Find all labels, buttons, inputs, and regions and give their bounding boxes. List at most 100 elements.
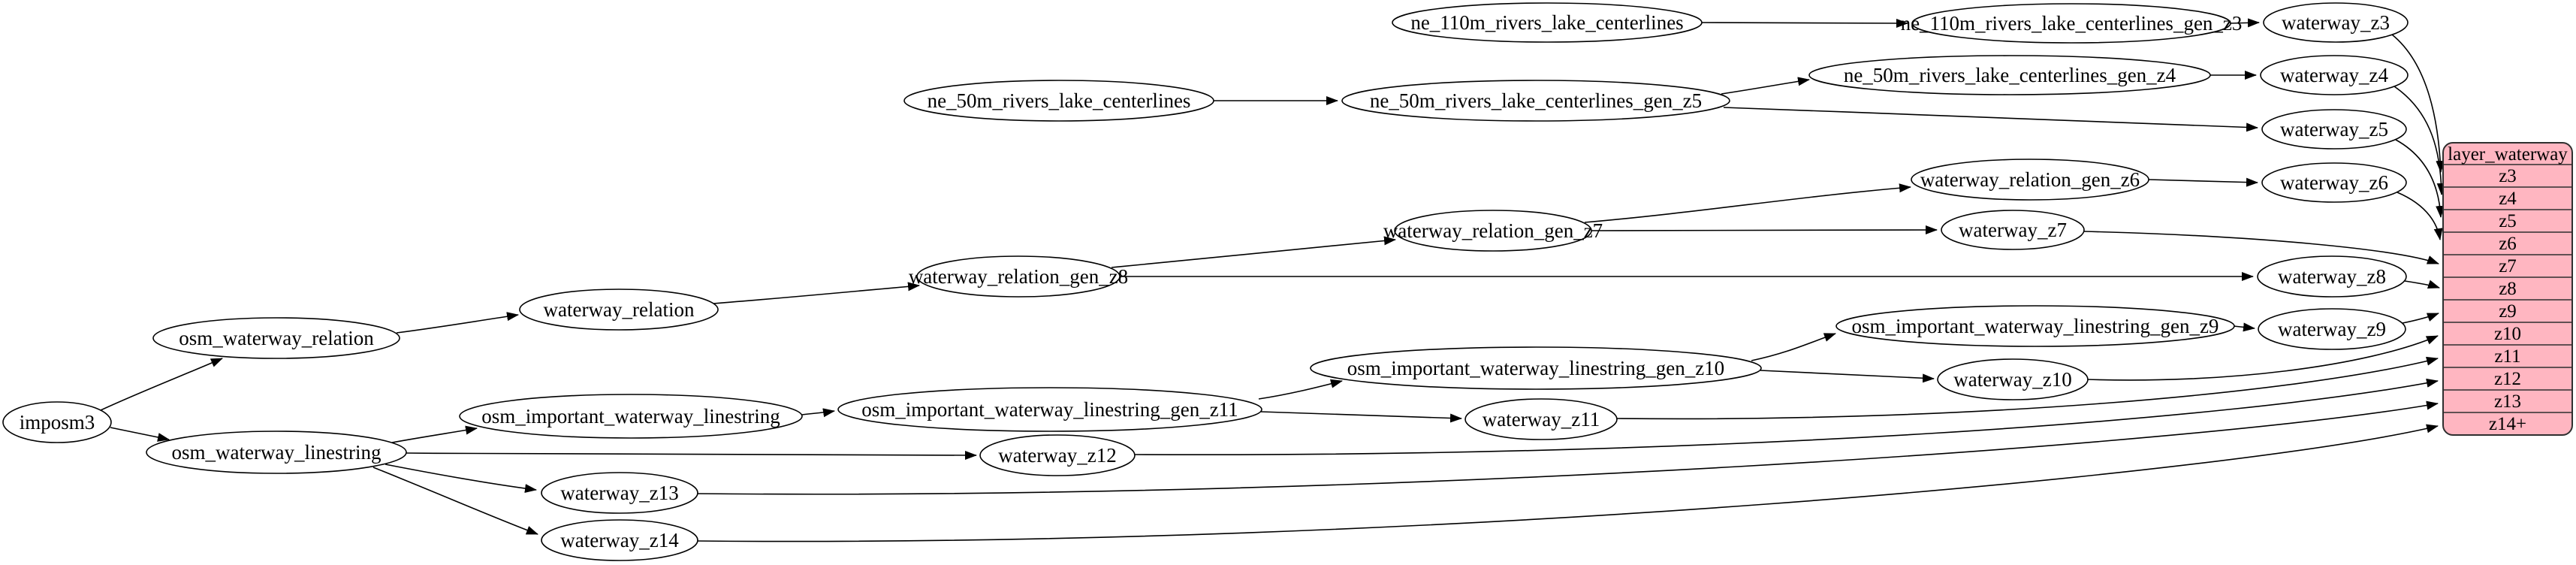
node-waterway-relation: waterway_relation: [519, 289, 719, 331]
node-waterway-z7: waterway_z7: [1941, 210, 2085, 250]
edge-gen-z7-to-waterway-z7: [1591, 225, 1938, 235]
svg-text:waterway_relation_gen_z6: waterway_relation_gen_z6: [1920, 168, 2140, 191]
node-osm-important-waterway-linestring-gen-z11: osm_important_waterway_linestring_gen_z1…: [837, 387, 1262, 432]
svg-text:waterway_z11: waterway_z11: [1483, 408, 1600, 431]
node-ne110m-rivers-lake-centerlines: ne_110m_rivers_lake_centerlines: [1392, 2, 1703, 43]
node-ne50m-rivers-lake-centerlines-gen-z5: ne_50m_rivers_lake_centerlines_gen_z5: [1341, 80, 1730, 122]
table-row-z4: z4: [2499, 189, 2517, 209]
table-row-z7: z7: [2499, 256, 2517, 276]
edge-waterway-relation-to-gen-z8: [713, 282, 920, 304]
node-waterway-relation-gen-z6: waterway_relation_gen_z6: [1911, 159, 2149, 201]
svg-text:osm_important_waterway_linestr: osm_important_waterway_linestring_gen_z1…: [1347, 357, 1724, 379]
edge-imposm3-to-osm-linestring: [110, 427, 170, 442]
edge-lines: [100, 18, 2446, 542]
node-osm-waterway-relation: osm_waterway_relation: [152, 317, 400, 359]
table-title: layer_waterway: [2448, 144, 2568, 165]
svg-text:waterway_z10: waterway_z10: [1953, 368, 2071, 391]
table-row-z13: z13: [2494, 391, 2521, 412]
svg-text:ne_50m_rivers_lake_centerlines: ne_50m_rivers_lake_centerlines: [928, 89, 1191, 112]
table-row-z3: z3: [2499, 166, 2517, 186]
edge-waterway-z8-to-row-z8: [2404, 279, 2440, 289]
edge-gen-z9-to-waterway-z9: [2233, 322, 2255, 332]
table-row-z6: z6: [2499, 234, 2517, 254]
node-waterway-z5: waterway_z5: [2261, 109, 2407, 150]
svg-text:waterway_z8: waterway_z8: [2278, 265, 2386, 288]
table-row-z5: z5: [2499, 211, 2517, 231]
edge-gen-z6-to-waterway-z6: [2148, 177, 2258, 187]
node-ne50m-rivers-lake-centerlines-gen-z4: ne_50m_rivers_lake_centerlines_gen_z4: [1808, 55, 2211, 95]
node-osm-important-waterway-linestring-gen-z9: osm_important_waterway_linestring_gen_z9: [1835, 305, 2235, 347]
edge-waterway-z5-to-row-z5: [2395, 139, 2445, 218]
svg-text:waterway_z7: waterway_z7: [1959, 219, 2067, 241]
edge-osm-linestring-to-waterway-z14: [373, 467, 538, 535]
edge-waterway-z11-to-row-z11: [1616, 356, 2439, 420]
svg-text:imposm3: imposm3: [20, 411, 95, 434]
svg-text:waterway_relation: waterway_relation: [544, 298, 695, 321]
edge-osm-linestring-to-waterway-z12: [406, 450, 977, 460]
edge-gen-z7-to-gen-z6: [1584, 183, 1911, 223]
node-imposm3: imposm3: [2, 401, 112, 443]
edge-waterway-z4-to-row-z4: [2394, 86, 2446, 195]
node-waterway-z10: waterway_z10: [1937, 358, 2089, 400]
edge-gen-z10-to-waterway-z10: [1760, 370, 1935, 383]
edge-waterway-z12-to-row-z12: [1134, 378, 2439, 456]
node-waterway-relation-gen-z8: waterway_relation_gen_z8: [909, 255, 1128, 298]
svg-text:waterway_z5: waterway_z5: [2280, 118, 2388, 140]
edge-gen-z10-to-gen-z9: [1751, 333, 1836, 361]
svg-text:ne_50m_rivers_lake_centerlines: ne_50m_rivers_lake_centerlines_gen_z5: [1370, 89, 1702, 112]
edge-gen-z5-to-gen-z4: [1721, 77, 1810, 95]
svg-text:osm_important_waterway_linestr: osm_important_waterway_linestring_gen_z1…: [861, 398, 1238, 421]
edge-waterway-z9-to-row-z9: [2402, 313, 2439, 324]
svg-text:waterway_z6: waterway_z6: [2280, 171, 2388, 194]
edge-waterway-z7-to-row-z7: [2083, 231, 2439, 264]
edge-waterway-z3-to-row-z3: [2391, 34, 2445, 173]
edge-waterway-z14-to-row-z14: [697, 424, 2439, 542]
svg-text:waterway_relation_gen_z8: waterway_relation_gen_z8: [909, 265, 1128, 288]
edge-gen-z11-to-gen-z10: [1258, 379, 1343, 400]
svg-text:waterway_relation_gen_z7: waterway_relation_gen_z7: [1383, 219, 1603, 242]
node-waterway-z14: waterway_z14: [541, 519, 698, 561]
node-waterway-z8: waterway_z8: [2257, 255, 2407, 298]
svg-text:osm_waterway_relation: osm_waterway_relation: [179, 327, 374, 349]
svg-text:osm_important_waterway_linestr: osm_important_waterway_linestring: [481, 405, 780, 428]
edge-imposm3-to-osm-relation: [100, 358, 223, 411]
edge-waterway-z13-to-row-z13: [697, 400, 2439, 495]
edge-waterway-z10-to-row-z10: [2086, 335, 2439, 381]
edge-important-to-gen-z11: [801, 408, 835, 418]
svg-text:ne_110m_rivers_lake_centerline: ne_110m_rivers_lake_centerlines: [1410, 11, 1683, 34]
svg-text:ne_50m_rivers_lake_centerlines: ne_50m_rivers_lake_centerlines_gen_z4: [1844, 64, 2176, 86]
node-ne110m-rivers-lake-centerlines-gen-z3: ne_110m_rivers_lake_centerlines_gen_z3: [1901, 3, 2243, 44]
node-waterway-z12: waterway_z12: [979, 434, 1136, 476]
svg-text:ne_110m_rivers_lake_centerline: ne_110m_rivers_lake_centerlines_gen_z3: [1901, 12, 2243, 35]
table-row-z12: z12: [2494, 369, 2521, 389]
node-osm-important-waterway-linestring: osm_important_waterway_linestring: [459, 394, 803, 439]
node-waterway-relation-gen-z7: waterway_relation_gen_z7: [1383, 210, 1603, 252]
node-osm-waterway-linestring: osm_waterway_linestring: [146, 431, 407, 474]
table-row-z14: z14+: [2489, 414, 2526, 434]
node-waterway-z4: waterway_z4: [2260, 55, 2409, 95]
node-waterway-z6: waterway_z6: [2261, 162, 2407, 203]
svg-text:osm_important_waterway_linestr: osm_important_waterway_linestring_gen_z9: [1852, 315, 2219, 337]
svg-text:waterway_z13: waterway_z13: [560, 482, 678, 504]
table-row-z8: z8: [2499, 279, 2517, 299]
table-row-z11: z11: [2494, 346, 2520, 367]
svg-text:waterway_z9: waterway_z9: [2278, 318, 2386, 340]
edge-gen-z5-to-waterway-z5: [1723, 107, 2258, 132]
svg-text:waterway_z14: waterway_z14: [560, 529, 679, 551]
node-waterway-z9: waterway_z9: [2258, 308, 2406, 350]
node-waterway-z11: waterway_z11: [1464, 398, 1618, 440]
edge-gen-z8-to-gen-z7: [1111, 236, 1396, 268]
table-layer-waterway: layer_waterway z3 z4 z5 z6 z7 z8 z9 z10 …: [2442, 142, 2573, 436]
edge-osm-linestring-to-important: [391, 425, 478, 443]
node-ne50m-rivers-lake-centerlines: ne_50m_rivers_lake_centerlines: [903, 80, 1214, 122]
node-waterway-z3: waterway_z3: [2263, 2, 2409, 43]
table-row-z10: z10: [2494, 324, 2521, 344]
node-osm-important-waterway-linestring-gen-z10: osm_important_waterway_linestring_gen_z1…: [1310, 346, 1762, 390]
svg-text:waterway_z3: waterway_z3: [2282, 11, 2390, 34]
edge-osm-linestring-to-waterway-z13: [385, 464, 537, 494]
svg-text:waterway_z12: waterway_z12: [998, 444, 1116, 467]
edge-gen-z11-to-waterway-z11: [1260, 411, 1462, 423]
edge-waterway-z6-to-row-z6: [2397, 192, 2443, 240]
svg-text:osm_waterway_linestring: osm_waterway_linestring: [172, 441, 382, 464]
